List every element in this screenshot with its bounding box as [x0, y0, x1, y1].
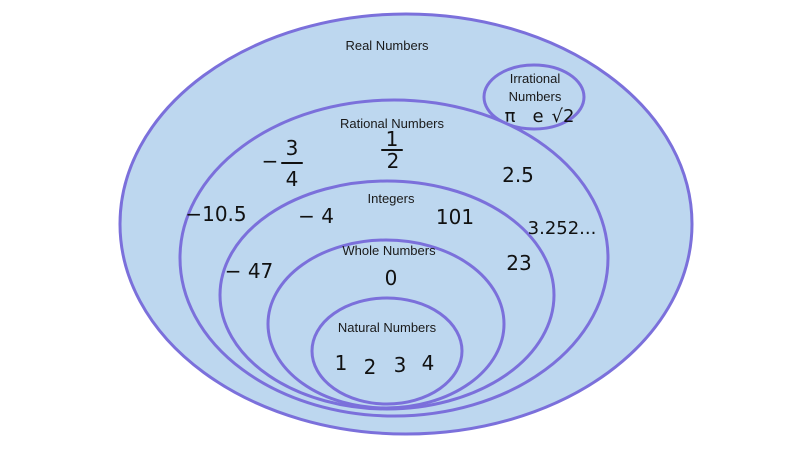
irrational-numbers-label-line1: Irrational	[510, 71, 561, 86]
natural-numbers-region	[310, 296, 464, 406]
whole-example-zero: 0	[385, 266, 398, 290]
rational-example-neg-three-quarters-denominator: 4	[286, 167, 299, 191]
irrational-numbers-label-line2: Numbers	[509, 89, 562, 104]
natural-numbers-label: Natural Numbers	[338, 320, 437, 335]
integer-example-neg-four: − 4	[298, 204, 334, 228]
rational-example-two-point-five: 2.5	[502, 163, 534, 187]
rational-example-one-half-denominator: 2	[387, 149, 400, 173]
integer-example-twenty-three: 23	[506, 251, 531, 275]
rational-example-repeating-decimal: 3.252...	[528, 218, 597, 239]
natural-example-three: 3	[394, 353, 407, 377]
rational-example-one-half-numerator: 1	[386, 127, 399, 151]
irrational-example-sqrt2: √2	[552, 106, 575, 127]
real-numbers-label: Real Numbers	[345, 38, 429, 53]
irrational-numbers-region	[482, 63, 586, 131]
rational-example-neg-ten-point-five: −10.5	[185, 202, 246, 226]
rational-numbers-label: Rational Numbers	[340, 116, 445, 131]
integers-label: Integers	[368, 191, 415, 206]
irrational-example-e: e	[532, 106, 543, 127]
whole-numbers-label: Whole Numbers	[342, 243, 436, 258]
natural-example-two: 2	[364, 355, 377, 379]
irrational-example-pi: π	[505, 106, 516, 127]
integer-example-one-oh-one: 101	[436, 205, 474, 229]
natural-example-four: 4	[422, 351, 435, 375]
natural-example-one: 1	[335, 351, 348, 375]
rational-example-neg-three-quarters-sign: −	[262, 149, 279, 173]
integer-example-neg-forty-seven: − 47	[225, 259, 274, 283]
rational-example-neg-three-quarters-numerator: 3	[286, 136, 299, 160]
